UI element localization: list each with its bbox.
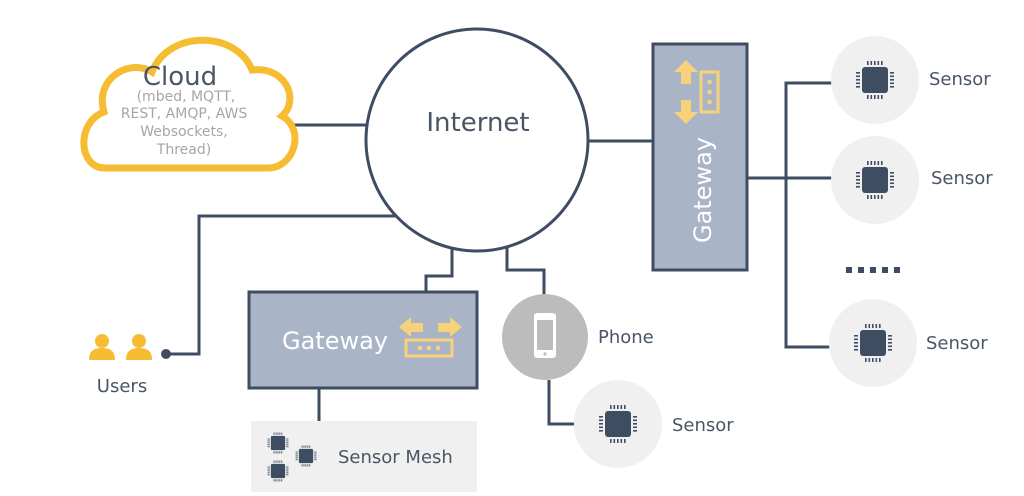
sensor-right-1: Sensor xyxy=(831,36,991,124)
cloud-protocols-line-3: Websockets, xyxy=(140,124,228,140)
gateway-bottom-icon xyxy=(399,317,462,358)
phone-internet-link xyxy=(505,246,546,295)
sensor-right-3: Sensor xyxy=(829,299,988,387)
gateway-bottom-node: Gateway xyxy=(247,290,479,390)
sensor-label: Sensor xyxy=(929,69,991,90)
user-icon xyxy=(89,334,115,360)
phone-node: Phone xyxy=(502,294,654,380)
sensor-mesh-panel xyxy=(251,421,477,492)
user-icon xyxy=(126,334,152,360)
gateway-bottom-internet-link xyxy=(424,244,454,292)
sensor-mesh-node: Sensor Mesh xyxy=(251,421,477,492)
cloud-node: Cloud (mbed, MQTT, REST, AMQP, AWS Webso… xyxy=(80,36,299,172)
users-label: Users xyxy=(97,376,147,397)
sensor-mesh-label: Sensor Mesh xyxy=(338,447,453,468)
users-internet-link xyxy=(166,214,398,356)
internet-circle xyxy=(364,27,590,253)
sensor-right-2: Sensor xyxy=(831,136,993,224)
cloud-protocols-line-2: REST, AMQP, AWS xyxy=(121,106,248,122)
phone-sensor-link xyxy=(547,380,575,426)
internet-node: Internet xyxy=(364,27,590,253)
internet-label: Internet xyxy=(426,108,529,138)
gateway-right-icon xyxy=(674,60,720,124)
cloud-protocols-line-1: (mbed, MQTT, xyxy=(137,89,236,105)
gateway-right-node: Gateway xyxy=(651,42,749,272)
sensor-label: Sensor xyxy=(926,333,988,354)
users-connector-dot xyxy=(161,349,171,359)
cloud-shape xyxy=(80,36,299,172)
sensor-ellipsis xyxy=(846,267,900,273)
users-node: Users xyxy=(89,334,152,397)
cloud-protocols-line-4: Thread) xyxy=(156,142,211,158)
sensor-label: Sensor xyxy=(931,168,993,189)
phone-sensor-label: Sensor xyxy=(672,415,734,436)
connector-lines xyxy=(166,81,832,426)
phone-sensor-node: Sensor xyxy=(574,380,734,468)
gateway-bottom-label: Gateway xyxy=(282,327,388,355)
gateway-bottom-box xyxy=(247,290,479,390)
gateway-right-label: Gateway xyxy=(689,137,717,243)
sensor-bus xyxy=(784,81,832,349)
cloud-title: Cloud xyxy=(143,62,217,92)
phone-label: Phone xyxy=(598,327,654,348)
phone-icon xyxy=(534,313,556,358)
